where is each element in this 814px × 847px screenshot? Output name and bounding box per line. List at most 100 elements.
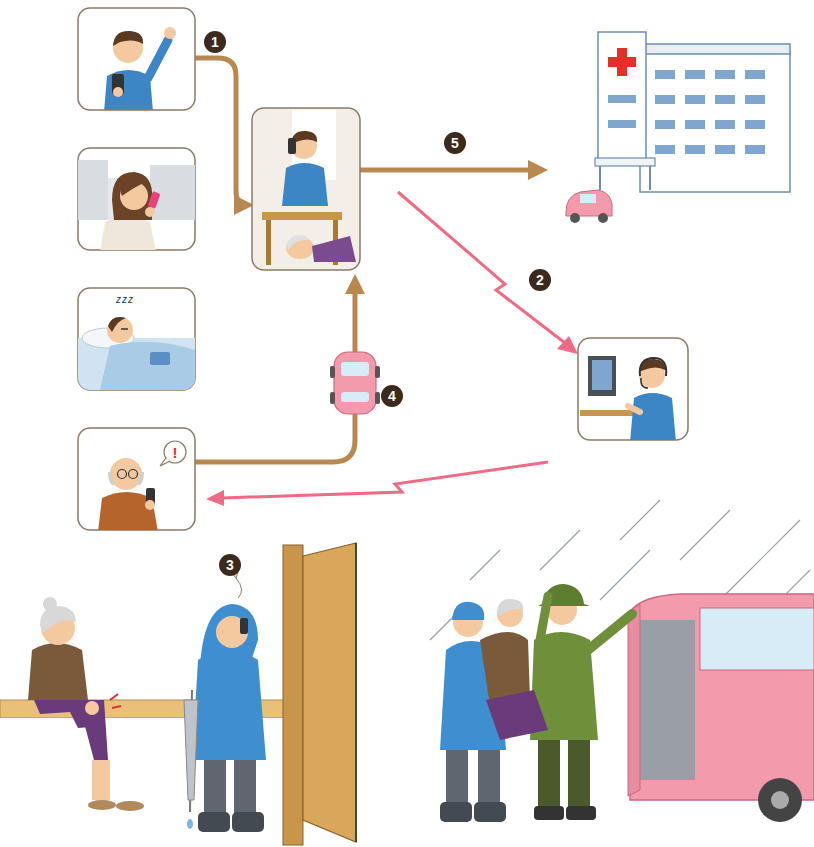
- responder-panel: [252, 108, 360, 270]
- hospital: [608, 57, 636, 67]
- caller-panel: [98, 441, 186, 530]
- rescue-scene: [758, 778, 802, 822]
- operator-panel: [641, 378, 648, 388]
- car: [341, 362, 369, 376]
- hospital: [640, 52, 790, 192]
- rescue-scene: [620, 500, 660, 540]
- rescue-scene: [630, 594, 814, 800]
- caller-panel: [78, 160, 195, 250]
- caller-panel: [129, 470, 138, 479]
- doorway-scene: [200, 604, 258, 666]
- flow-arrow: [195, 58, 538, 462]
- car: [330, 352, 380, 414]
- hospital: [649, 166, 651, 190]
- rescue-scene: [452, 602, 484, 620]
- doorway-scene: [110, 694, 118, 700]
- callout-number: 4: [381, 385, 403, 407]
- car: [375, 392, 380, 404]
- rescue-scene: [771, 791, 789, 809]
- doorway-scene: [355, 543, 357, 842]
- rescue-scene: [497, 599, 523, 616]
- caller-panel: [78, 288, 195, 390]
- hospital: [715, 145, 735, 154]
- callout-number: 3: [219, 554, 241, 576]
- operator-panel: [580, 356, 676, 440]
- caller-panel: [164, 27, 176, 39]
- hospital: [745, 70, 765, 79]
- rescue-scene: [740, 520, 800, 580]
- hospital: [570, 213, 580, 223]
- hospital: [685, 145, 705, 154]
- caller-panel: [148, 40, 168, 78]
- caller-panel: [107, 317, 133, 343]
- doorway-scene: [198, 812, 230, 832]
- alert-mark: !: [165, 442, 185, 462]
- snore-text: zzz: [108, 292, 142, 306]
- responder-panel: [312, 236, 356, 262]
- rescue-scene: [478, 750, 500, 808]
- hospital: [685, 70, 705, 79]
- caller-panel: [78, 8, 195, 112]
- caller-panel: [148, 191, 161, 209]
- hospital: [566, 32, 790, 223]
- doorway-scene: [303, 543, 356, 842]
- hospital: [655, 95, 675, 104]
- responder-panel: [288, 138, 296, 154]
- doorway-scene: [184, 700, 198, 800]
- operator-panel: [578, 338, 688, 442]
- doorway-scene: [112, 706, 121, 708]
- caller-panel: [100, 216, 156, 250]
- hospital: [745, 120, 765, 129]
- caller-panel: [120, 180, 146, 196]
- signal-arrow: [557, 336, 578, 354]
- caller-panel: [145, 207, 155, 217]
- signal-arrow: [222, 462, 548, 498]
- doorway-scene: [216, 616, 248, 648]
- car: [330, 392, 335, 404]
- flow-arrow: [195, 58, 244, 205]
- hospital: [655, 120, 675, 129]
- car: [341, 392, 369, 402]
- doorway-scene: [40, 606, 76, 632]
- callout-number: 1: [204, 31, 226, 53]
- responder-panel: [266, 220, 271, 265]
- rescue-scene: [628, 604, 640, 796]
- doorway-scene: [0, 543, 356, 847]
- signal-arrow: [206, 490, 224, 506]
- doorway-scene: [92, 760, 110, 800]
- operator-panel: [630, 393, 676, 440]
- rescue-scene: [600, 550, 650, 600]
- rescue-scene: [640, 620, 695, 780]
- caller-panel: [150, 352, 170, 365]
- hospital: [640, 44, 790, 54]
- hospital: [566, 190, 612, 216]
- operator-panel: [588, 356, 616, 396]
- caller-panel: [113, 31, 143, 46]
- hospital: [715, 70, 735, 79]
- caller-panel: [78, 428, 195, 532]
- hospital: [685, 120, 705, 129]
- doorway-scene: [232, 812, 264, 832]
- hospital: [655, 145, 675, 154]
- caller-panel: [145, 500, 155, 510]
- rescue-scene: [538, 740, 560, 810]
- rescue-scene: [534, 806, 564, 820]
- doorway-scene: [43, 597, 57, 611]
- operator-panel: [640, 358, 666, 376]
- hospital: [599, 166, 601, 190]
- caller-panel: [78, 288, 195, 390]
- hospital: [715, 95, 735, 104]
- hospital: [685, 95, 705, 104]
- rescue-scene: [680, 510, 730, 560]
- car: [375, 366, 380, 378]
- doorway-scene: [28, 643, 88, 700]
- caller-panel: [110, 458, 142, 490]
- hospital: [745, 145, 765, 154]
- rescue-scene: [568, 740, 590, 810]
- rescue-scene: [474, 802, 506, 822]
- caller-panel: [121, 328, 128, 330]
- doorway-scene: [283, 545, 303, 845]
- doorway-scene: [78, 700, 108, 760]
